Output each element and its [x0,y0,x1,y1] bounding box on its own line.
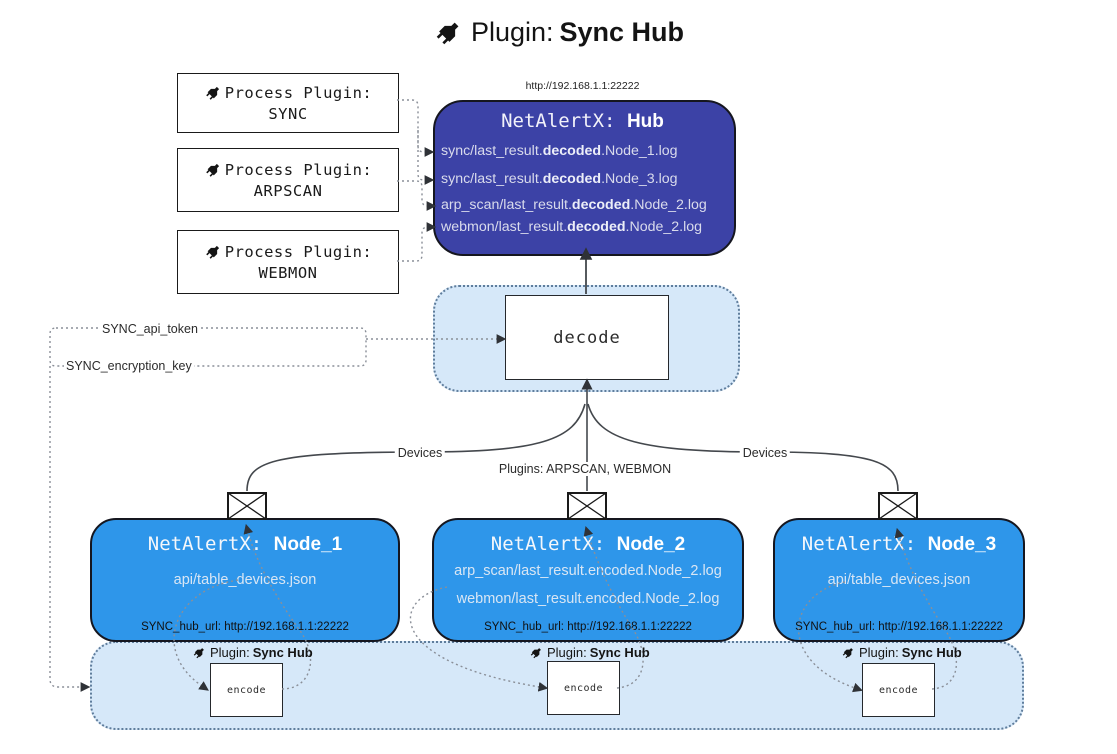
wire-webmon-to-hub [397,222,437,262]
band-plugin-label: Plugin: Sync Hub [529,645,650,660]
page-title-name: Sync Hub [559,16,685,47]
node-hub-url: SYNC_hub_url: http://192.168.1.1:22222 [484,621,692,633]
envelope-icon [878,492,918,520]
sync-encryption-key-label: SYNC_encryption_key [64,359,194,373]
hub-box [433,100,736,256]
hub-log-line: arp_scan/last_result.decoded.Node_2.log [441,197,707,213]
encode-box: encode [210,663,283,717]
hub-title-name: Hub [626,111,664,132]
node-title: NetAlertX: Node_3 [801,533,997,555]
encode-box: encode [862,663,935,717]
node-hub-url: SYNC_hub_url: http://192.168.1.1:22222 [795,621,1003,633]
hub-url-label: http://192.168.1.1:22222 [525,80,640,92]
decode-label: decode [553,327,621,348]
hub-log-line: webmon/last_result.decoded.Node_2.log [441,219,703,235]
process-plugin-label: Process Plugin: [224,242,373,261]
band-plugin-label: Plugin: Sync Hub [192,645,313,660]
encode-label: encode [563,682,604,694]
plug-icon [205,163,219,177]
process-plugin-name: ARPSCAN [253,182,323,200]
node-file: arp_scan/last_result.encoded.Node_2.log [454,563,722,579]
process-plugin-label: Process Plugin: [224,160,373,179]
node-file: api/table_devices.json [827,572,971,588]
plug-icon [530,648,541,659]
page-title: Plugin: Sync Hub [0,16,1117,48]
process-plugin-label: Process Plugin: [224,83,373,102]
node-2-box: NetAlertX: Node_2 arp_scan/last_result.e… [432,518,744,642]
wire-arpscan-to-hub [397,180,437,211]
plug-icon [205,245,219,259]
wire-sync-to-hub-2 [417,130,435,185]
hub-title: NetAlertX: Hub [433,110,732,133]
wire-settings-to-band [49,366,91,692]
plug-icon [193,648,204,659]
process-plugin-sync-box: Process Plugin: SYNC [177,73,399,133]
encode-box: encode [547,661,620,715]
decode-box: decode [505,295,669,380]
node-title: NetAlertX: Node_2 [490,533,686,555]
process-plugin-name: SYNC [268,105,308,123]
encode-label: encode [226,684,267,696]
wire-sync-to-hub-1 [397,99,435,157]
band-plugin-label: Plugin: Sync Hub [841,645,962,660]
hub-title-prefix: NetAlertX: [501,110,616,132]
node-3-box: NetAlertX: Node_3 api/table_devices.json… [773,518,1025,642]
envelope-icon [567,492,607,520]
node-file: webmon/last_result.encoded.Node_2.log [456,591,720,607]
plug-icon [842,648,853,659]
node-1-box: NetAlertX: Node_1 api/table_devices.json… [90,518,400,642]
node-hub-url: SYNC_hub_url: http://192.168.1.1:22222 [141,621,349,633]
devices-right-label: Devices [739,446,791,460]
sync-api-token-label: SYNC_api_token [100,322,200,336]
plugins-center-label: Plugins: ARPSCAN, WEBMON [495,462,675,476]
hub-log-line: sync/last_result.decoded.Node_3.log [441,171,678,187]
envelope-icon [227,492,267,520]
node-title: NetAlertX: Node_1 [147,533,343,555]
page-title-prefix: Plugin: [470,16,554,47]
process-plugin-webmon-box: Process Plugin: WEBMON [177,230,399,294]
encode-label: encode [878,684,919,696]
plug-icon [205,86,219,100]
process-plugin-arpscan-box: Process Plugin: ARPSCAN [177,148,399,212]
devices-left-label: Devices [394,446,446,460]
plug-icon [436,22,459,45]
node-file: api/table_devices.json [173,572,317,588]
hub-log-line: sync/last_result.decoded.Node_1.log [441,143,678,159]
process-plugin-name: WEBMON [258,264,318,282]
